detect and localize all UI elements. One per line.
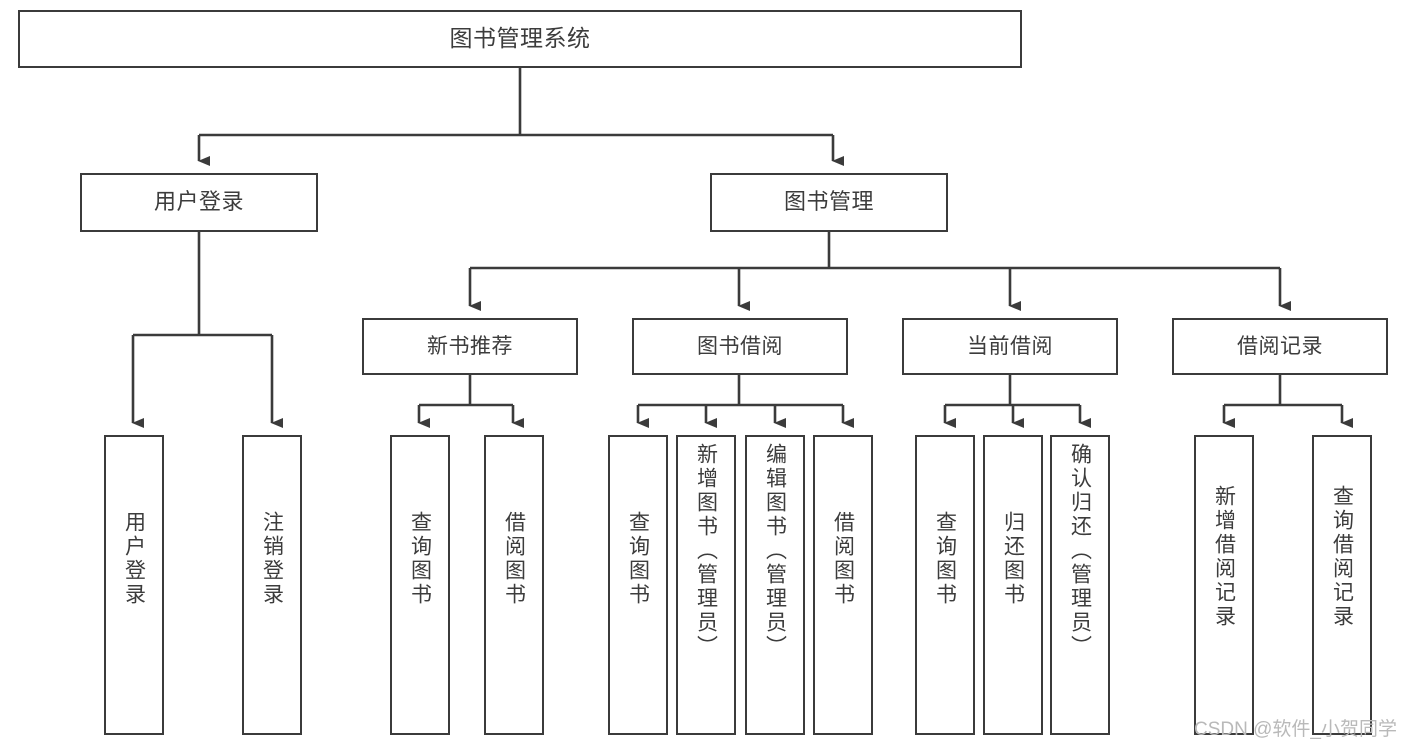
node-leaf-return-books-label: 归还图书 (1001, 511, 1025, 607)
node-leaf-query-books-borrow[interactable]: 查询图书 (608, 435, 668, 735)
node-leaf-query-books-current-label: 查询图书 (933, 511, 957, 607)
node-leaf-logout[interactable]: 注销登录 (242, 435, 302, 735)
node-book-borrow[interactable]: 图书借阅 (632, 318, 848, 375)
node-leaf-edit-book-admin-label: 编辑图书（管理员） (763, 443, 787, 659)
node-leaf-edit-book-admin[interactable]: 编辑图书（管理员） (745, 435, 805, 735)
csdn-watermark: CSDN @软件_小贺同学 (1194, 719, 1397, 740)
node-book-management[interactable]: 图书管理 (710, 173, 948, 232)
node-leaf-borrow-books-newbooks[interactable]: 借阅图书 (484, 435, 544, 735)
node-leaf-confirm-return-admin[interactable]: 确认归还（管理员） (1050, 435, 1110, 735)
node-leaf-confirm-return-admin-label: 确认归还（管理员） (1068, 443, 1092, 659)
node-leaf-borrow-books-borrow[interactable]: 借阅图书 (813, 435, 873, 735)
node-leaf-query-borrow-record[interactable]: 查询借阅记录 (1312, 435, 1372, 735)
node-current-borrow-label: 当前借阅 (967, 334, 1053, 358)
node-leaf-query-books-newbooks[interactable]: 查询图书 (390, 435, 450, 735)
node-leaf-query-books-newbooks-label: 查询图书 (408, 511, 432, 607)
node-leaf-return-books[interactable]: 归还图书 (983, 435, 1043, 735)
node-leaf-borrow-books-borrow-label: 借阅图书 (831, 511, 855, 607)
node-book-management-label: 图书管理 (783, 189, 874, 215)
node-borrow-records[interactable]: 借阅记录 (1172, 318, 1388, 375)
node-leaf-query-books-borrow-label: 查询图书 (626, 511, 650, 607)
node-leaf-add-borrow-record-label: 新增借阅记录 (1212, 485, 1236, 629)
node-leaf-borrow-books-newbooks-label: 借阅图书 (502, 511, 526, 607)
node-root-label: 图书管理系统 (449, 25, 591, 52)
node-new-book-recommend-label: 新书推荐 (427, 334, 513, 358)
node-book-borrow-label: 图书借阅 (697, 334, 783, 358)
node-new-book-recommend[interactable]: 新书推荐 (362, 318, 578, 375)
node-current-borrow[interactable]: 当前借阅 (902, 318, 1118, 375)
node-root-book-management-system[interactable]: 图书管理系统 (18, 10, 1022, 68)
node-user-login-label: 用户登录 (153, 189, 244, 215)
node-leaf-add-book-admin[interactable]: 新增图书（管理员） (676, 435, 736, 735)
node-leaf-add-borrow-record[interactable]: 新增借阅记录 (1194, 435, 1254, 735)
node-leaf-logout-label: 注销登录 (260, 511, 284, 607)
node-leaf-query-books-current[interactable]: 查询图书 (915, 435, 975, 735)
node-leaf-query-borrow-record-label: 查询借阅记录 (1330, 485, 1354, 629)
node-leaf-add-book-admin-label: 新增图书（管理员） (694, 443, 718, 659)
node-leaf-user-login-label: 用户登录 (122, 511, 146, 607)
node-user-login[interactable]: 用户登录 (80, 173, 318, 232)
node-leaf-user-login[interactable]: 用户登录 (104, 435, 164, 735)
node-borrow-records-label: 借阅记录 (1237, 334, 1323, 358)
